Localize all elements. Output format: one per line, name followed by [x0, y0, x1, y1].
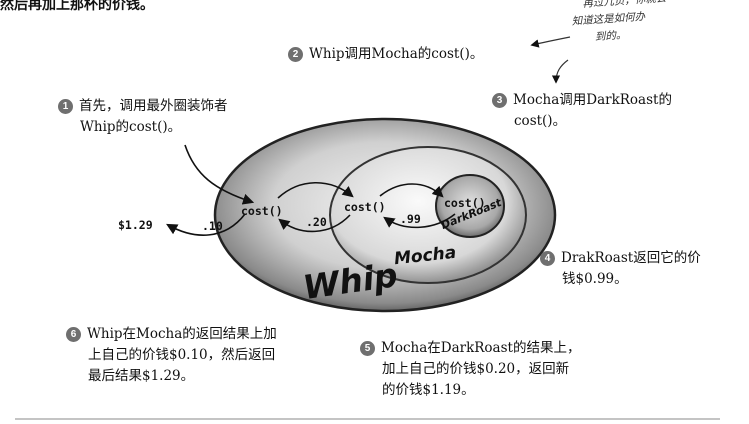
- step-3-line-2: cost()。: [514, 113, 567, 129]
- step-2-badge: 2: [288, 47, 303, 62]
- step-2-line-1: Whip调用Mocha的cost()。: [309, 46, 484, 62]
- cut-heading: 然后再加上那杯的价钱。: [0, 0, 154, 12]
- step-1-note: 1 首先，调用最外圈装饰者 Whip的cost()。: [58, 96, 228, 138]
- result-value: $1.29: [118, 218, 153, 232]
- whip-add-value: .10: [202, 219, 223, 233]
- step-1-line-2: Whip的cost()。: [80, 119, 182, 135]
- call-arrow-3: [379, 183, 444, 198]
- step-1-badge: 1: [58, 99, 73, 114]
- call-arrow-2: [277, 181, 354, 199]
- step-2-note: 2 Whip调用Mocha的cost()。: [288, 44, 483, 65]
- step-5-line-2: 加上自己的价钱$0.20，返回新: [382, 361, 570, 377]
- step-5-line-3: 的价钱$1.19。: [382, 382, 475, 398]
- step-6-note: 6 Whip在Mocha的返回结果上加 上自己的价钱$0.10，然后返回 最后结果…: [66, 324, 277, 387]
- step-5-badge: 5: [360, 341, 375, 356]
- mocha-cost-call: cost(): [344, 200, 386, 214]
- step-3-badge: 3: [492, 93, 507, 108]
- step-6-line-3: 最后结果$1.29。: [88, 368, 195, 384]
- step-6-line-2: 上自己的价钱$0.10，然后返回: [88, 347, 276, 363]
- return-arrow-10: [166, 213, 246, 236]
- note-arrow-down: [551, 59, 569, 84]
- step-5-line-1: Mocha在DarkRoast的结果上，: [381, 340, 581, 356]
- call-arrow-1: [184, 144, 255, 205]
- step-6-badge: 6: [66, 327, 81, 342]
- darkroast-price-value: .99: [400, 212, 421, 226]
- return-arrow-20: [278, 214, 351, 233]
- darkroast-cost-call: cost(): [444, 196, 486, 210]
- return-arrow-99: [383, 213, 456, 229]
- step-1-line-1: 首先，调用最外圈装饰者: [79, 98, 228, 114]
- step-4-note: 4 DrakRoast返回它的价 钱$0.99。: [540, 248, 701, 290]
- step-4-badge: 4: [540, 251, 555, 266]
- step-4-line-1: DrakRoast返回它的价: [561, 250, 701, 266]
- step-3-note: 3 Mocha调用DarkRoast的 cost()。: [492, 90, 672, 132]
- step-3-line-1: Mocha调用DarkRoast的: [513, 92, 672, 108]
- step-5-note: 5 Mocha在DarkRoast的结果上， 加上自己的价钱$0.20，返回新 的…: [360, 338, 580, 401]
- step-4-line-2: 钱$0.99。: [562, 271, 628, 287]
- handwritten-note: 再过几页，你就会 知道这是如何办 到的。: [571, 0, 669, 47]
- whip-cost-call: cost(): [241, 204, 283, 218]
- step-6-line-1: Whip在Mocha的返回结果上加: [87, 326, 277, 342]
- darkroast-layer: [435, 174, 505, 238]
- note-arrow-left: [530, 36, 571, 48]
- mocha-add-value: .20: [306, 215, 327, 229]
